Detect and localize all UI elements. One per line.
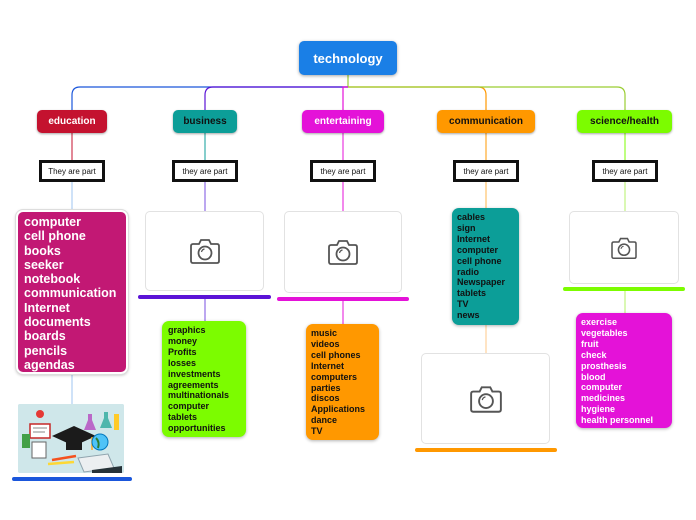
list-item: Newspaper: [457, 277, 506, 288]
list-item: opportunities: [168, 423, 226, 434]
camera-icon: [611, 237, 637, 259]
list-item: agendas: [24, 357, 75, 372]
list-item: computer: [581, 382, 623, 393]
list-item: computer: [24, 215, 81, 229]
business-list[interactable]: graphics money Profits losses investment…: [162, 321, 246, 437]
list-item: sign: [457, 222, 476, 233]
entertaining-list[interactable]: music videos cell phones Internet comput…: [306, 324, 379, 440]
list-item: cell phone: [457, 255, 502, 266]
part-label-communication[interactable]: they are part: [453, 160, 519, 182]
science-health-underline: [563, 287, 685, 291]
education-underline: [12, 477, 132, 481]
part-label-entertaining[interactable]: they are part: [310, 160, 376, 182]
list-item: losses: [168, 357, 197, 368]
list-item: news: [457, 310, 480, 321]
list-item: boards: [24, 329, 66, 344]
list-item: videos: [311, 338, 340, 349]
list-item: multinationals: [168, 390, 230, 401]
list-item: discos: [311, 393, 340, 404]
business-underline: [138, 295, 271, 299]
list-item: medicines: [581, 393, 626, 404]
camera-icon: [328, 240, 358, 265]
entertaining-underline: [277, 297, 409, 301]
list-item: TV: [311, 426, 323, 437]
list-item: Internet: [24, 300, 70, 315]
part-label-business[interactable]: they are part: [172, 160, 238, 182]
education-illustration-icon[interactable]: [18, 404, 124, 473]
list-item: hygiene: [581, 404, 616, 415]
list-item: Profits: [168, 346, 197, 357]
list-item: blood: [581, 371, 606, 382]
list-item: investments: [168, 368, 221, 379]
list-item: documents: [24, 315, 91, 330]
communication-list[interactable]: cables sign Internet computer cell phone…: [452, 208, 519, 325]
list-item: health personnel: [581, 415, 654, 426]
communication-photo-placeholder[interactable]: [421, 353, 550, 444]
list-item: cables: [457, 212, 486, 222]
list-item: computer: [168, 401, 210, 412]
science-health-photo-placeholder[interactable]: [569, 211, 679, 284]
category-science-health[interactable]: science/health: [577, 110, 672, 133]
category-business[interactable]: business: [173, 110, 237, 133]
list-item: exercise: [581, 317, 618, 327]
root-node-technology[interactable]: technology: [299, 41, 397, 75]
camera-icon: [189, 239, 220, 264]
entertaining-photo-placeholder[interactable]: [284, 211, 402, 293]
list-item: check: [581, 349, 607, 360]
list-item: cell phones: [311, 349, 361, 360]
list-item: computer: [457, 244, 499, 255]
list-item: fruit: [581, 338, 599, 349]
communication-underline: [415, 448, 557, 452]
list-item: prosthesis: [581, 360, 627, 371]
list-item: vegetables: [581, 327, 628, 338]
camera-icon: [469, 385, 502, 413]
list-item: seeker: [24, 257, 64, 272]
list-item: music: [311, 328, 338, 338]
list-item: dance: [311, 415, 338, 426]
list-item: radio: [457, 266, 480, 277]
list-item: Applications: [311, 404, 366, 415]
science-health-list[interactable]: exercise vegetables fruit check prosthes…: [576, 313, 672, 428]
part-label-science-health[interactable]: they are part: [592, 160, 658, 182]
list-item: money: [168, 335, 198, 346]
part-label-education[interactable]: They are part: [39, 160, 105, 182]
list-item: graphics: [168, 325, 206, 335]
category-communication[interactable]: communication: [437, 110, 535, 133]
category-education[interactable]: education: [37, 110, 107, 133]
category-entertaining[interactable]: entertaining: [302, 110, 384, 133]
list-item: agreements: [168, 379, 219, 390]
list-item: tablets: [457, 288, 487, 299]
business-photo-placeholder[interactable]: [145, 211, 264, 291]
list-item: Internet: [457, 233, 491, 244]
list-item: pencils: [24, 343, 68, 358]
list-item: tablets: [168, 412, 198, 423]
list-item: TV: [457, 299, 469, 310]
list-item: computers: [311, 371, 358, 382]
list-item: Internet: [311, 360, 345, 371]
list-item: communication: [24, 286, 117, 301]
education-list[interactable]: computer cell phone books seeker noteboo…: [15, 209, 129, 375]
list-item: books: [24, 243, 61, 258]
list-item: cell phone: [24, 229, 86, 244]
list-item: parties: [311, 382, 341, 393]
list-item: notebook: [24, 272, 81, 287]
